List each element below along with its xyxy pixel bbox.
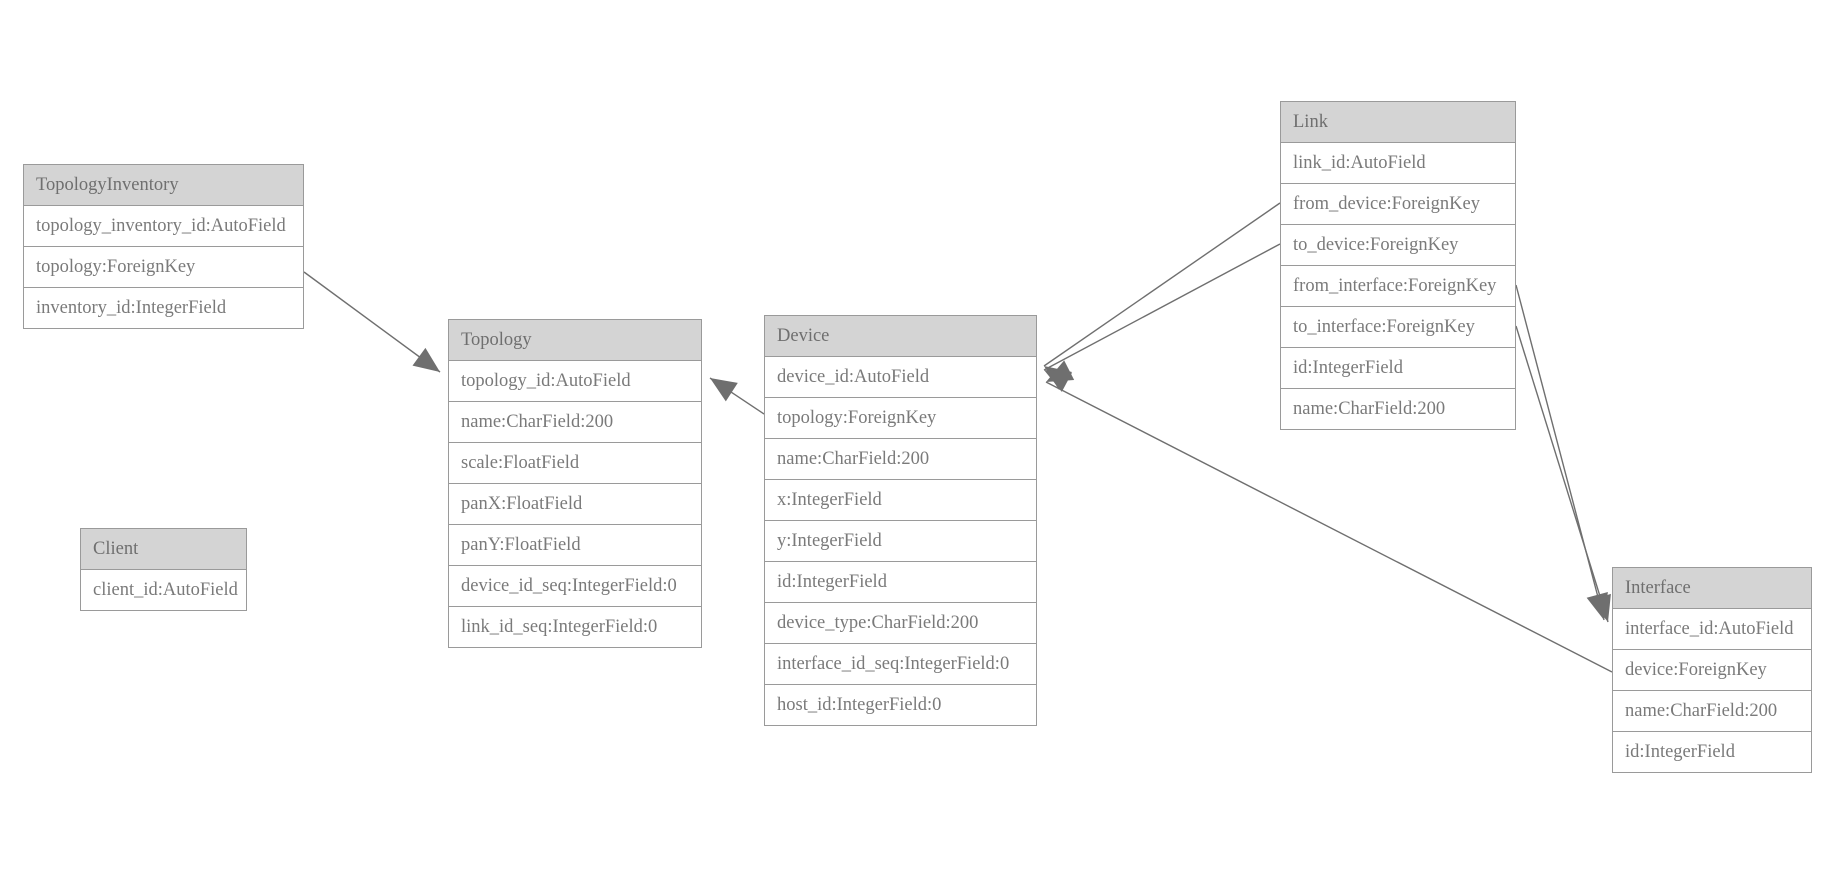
entity-header-device: Device bbox=[765, 316, 1036, 357]
entity-field-row: name:CharField:200 bbox=[1281, 389, 1515, 430]
entity-field-row: device_id_seq:IntegerField:0 bbox=[449, 566, 701, 607]
entity-header-client: Client bbox=[81, 529, 246, 570]
relationship-arrowhead bbox=[1046, 360, 1075, 382]
entity-field-row: id:IntegerField bbox=[765, 562, 1036, 603]
relationship-arrowhead bbox=[1044, 366, 1072, 390]
entity-field-row: interface_id:AutoField bbox=[1613, 609, 1811, 650]
entity-field-row: topology_id:AutoField bbox=[449, 361, 701, 402]
entity-field-row: to_interface:ForeignKey bbox=[1281, 307, 1515, 348]
entity-field-row: device_type:CharField:200 bbox=[765, 603, 1036, 644]
entity-field-row: name:CharField:200 bbox=[765, 439, 1036, 480]
entity-field-row: id:IntegerField bbox=[1613, 732, 1811, 773]
entity-field-row: name:CharField:200 bbox=[1613, 691, 1811, 732]
entity-field-row: from_interface:ForeignKey bbox=[1281, 266, 1515, 307]
relationship-arrowhead bbox=[412, 347, 440, 372]
relationship-line bbox=[303, 271, 441, 373]
entity-field-row: name:CharField:200 bbox=[449, 402, 701, 443]
relationship-line bbox=[1043, 243, 1281, 371]
entity-field-row: link_id:AutoField bbox=[1281, 143, 1515, 184]
entity-field-row: device_id:AutoField bbox=[765, 357, 1036, 398]
entity-field-row: inventory_id:IntegerField bbox=[24, 288, 303, 329]
entity-header-topology: Topology bbox=[449, 320, 701, 361]
entity-header-interface: Interface bbox=[1613, 568, 1811, 609]
relationship-arrowhead bbox=[1044, 370, 1073, 392]
entity-header-topology_inventory: TopologyInventory bbox=[24, 165, 303, 206]
entity-field-row: scale:FloatField bbox=[449, 443, 701, 484]
entity-field-row: panY:FloatField bbox=[449, 525, 701, 566]
relationship-rel-link-from_device-device bbox=[1043, 202, 1281, 390]
entity-field-row: topology:ForeignKey bbox=[765, 398, 1036, 439]
entity-field-row: x:IntegerField bbox=[765, 480, 1036, 521]
entity-field-row: panX:FloatField bbox=[449, 484, 701, 525]
relationship-line bbox=[709, 377, 765, 415]
entity-field-row: topology_inventory_id:AutoField bbox=[24, 206, 303, 247]
entity-field-row: link_id_seq:IntegerField:0 bbox=[449, 607, 701, 648]
entity-field-row: host_id:IntegerField:0 bbox=[765, 685, 1036, 726]
relationship-arrowhead bbox=[710, 378, 738, 402]
entity-field-row: interface_id_seq:IntegerField:0 bbox=[765, 644, 1036, 685]
entity-field-row: y:IntegerField bbox=[765, 521, 1036, 562]
relationship-rel-link-from_interface-interface bbox=[1515, 284, 1608, 621]
entity-field-row: topology:ForeignKey bbox=[24, 247, 303, 288]
relationship-line bbox=[1515, 325, 1609, 623]
entity-field-row: to_device:ForeignKey bbox=[1281, 225, 1515, 266]
entity-field-row: client_id:AutoField bbox=[81, 570, 246, 611]
relationship-line bbox=[1043, 202, 1281, 367]
entity-header-link: Link bbox=[1281, 102, 1515, 143]
relationship-arrowhead bbox=[1586, 592, 1608, 620]
relationship-rel-topologyinventory-topology bbox=[303, 271, 441, 373]
relationship-rel-link-to_interface-interface bbox=[1515, 325, 1611, 623]
entity-field-row: device:ForeignKey bbox=[1613, 650, 1811, 691]
relationship-rel-link-to_device-device bbox=[1043, 243, 1281, 392]
entity-field-row: id:IntegerField bbox=[1281, 348, 1515, 389]
relationship-rel-device-topology bbox=[709, 377, 765, 415]
entity-field-row: from_device:ForeignKey bbox=[1281, 184, 1515, 225]
relationship-line bbox=[1515, 284, 1605, 621]
